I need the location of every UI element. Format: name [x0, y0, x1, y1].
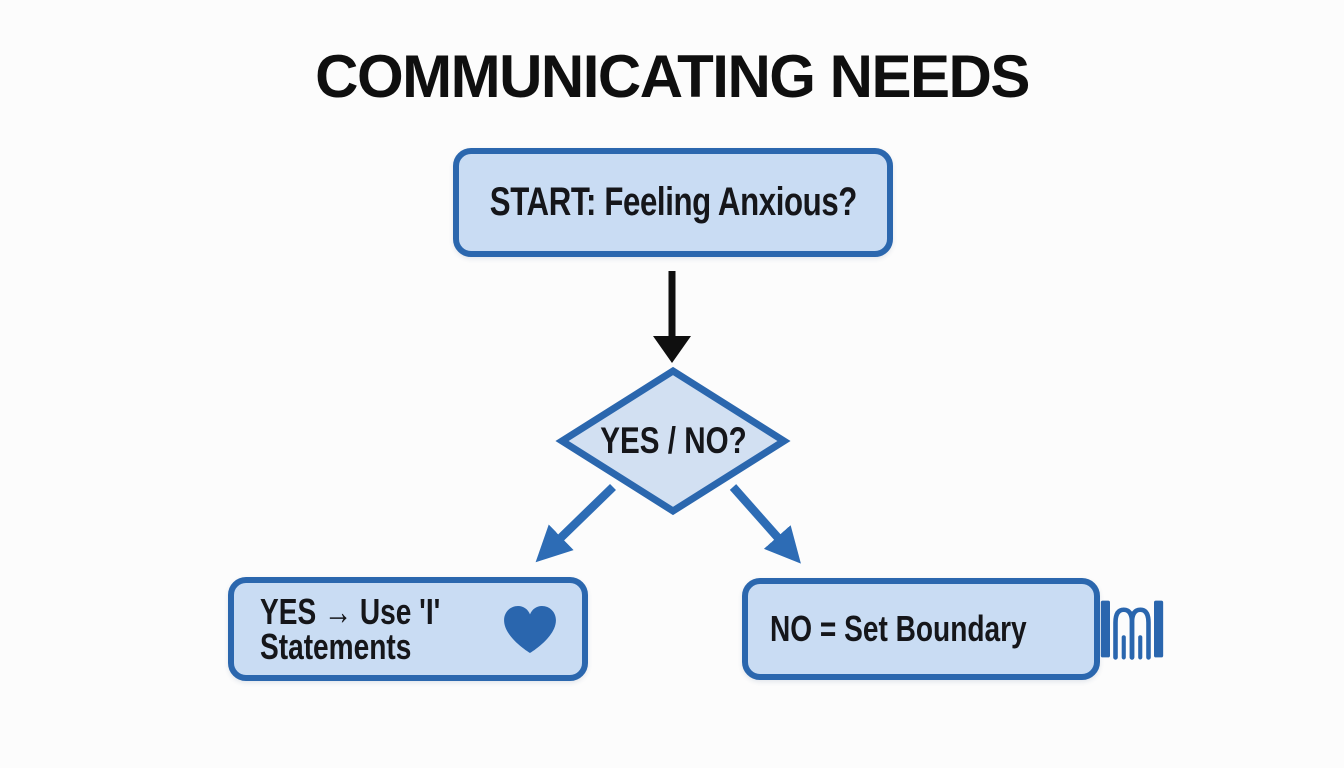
- start-node-label: START: Feeling Anxious?: [489, 180, 857, 224]
- decision-node-label: YES / NO?: [599, 420, 747, 461]
- gate-icon-shapes: [1100, 600, 1164, 660]
- arrow-start-to-decision: [653, 271, 691, 363]
- no-node: NO = Set Boundary: [742, 578, 1164, 680]
- gate-left-post: [1100, 600, 1111, 658]
- no-node-label: NO = Set Boundary: [770, 608, 1027, 649]
- yes-node-label: YES → Use 'I' Statements: [260, 591, 441, 667]
- heart-icon-shape: [504, 605, 556, 653]
- arrow-head: [653, 336, 691, 363]
- start-node: START: Feeling Anxious?: [453, 148, 893, 257]
- decision-node: YES / NO?: [563, 371, 783, 511]
- page-title: COMMUNICATING NEEDS: [315, 43, 1030, 110]
- yes-node-label-line1: YES → Use 'I': [260, 591, 441, 632]
- gate-right-post: [1154, 600, 1164, 658]
- yes-node: YES → Use 'I' Statements: [228, 577, 588, 681]
- gate-right-door: [1129, 607, 1151, 660]
- heart-icon: [504, 605, 556, 653]
- gate-icon: [1100, 600, 1164, 660]
- yes-node-label-line2: Statements: [260, 626, 412, 667]
